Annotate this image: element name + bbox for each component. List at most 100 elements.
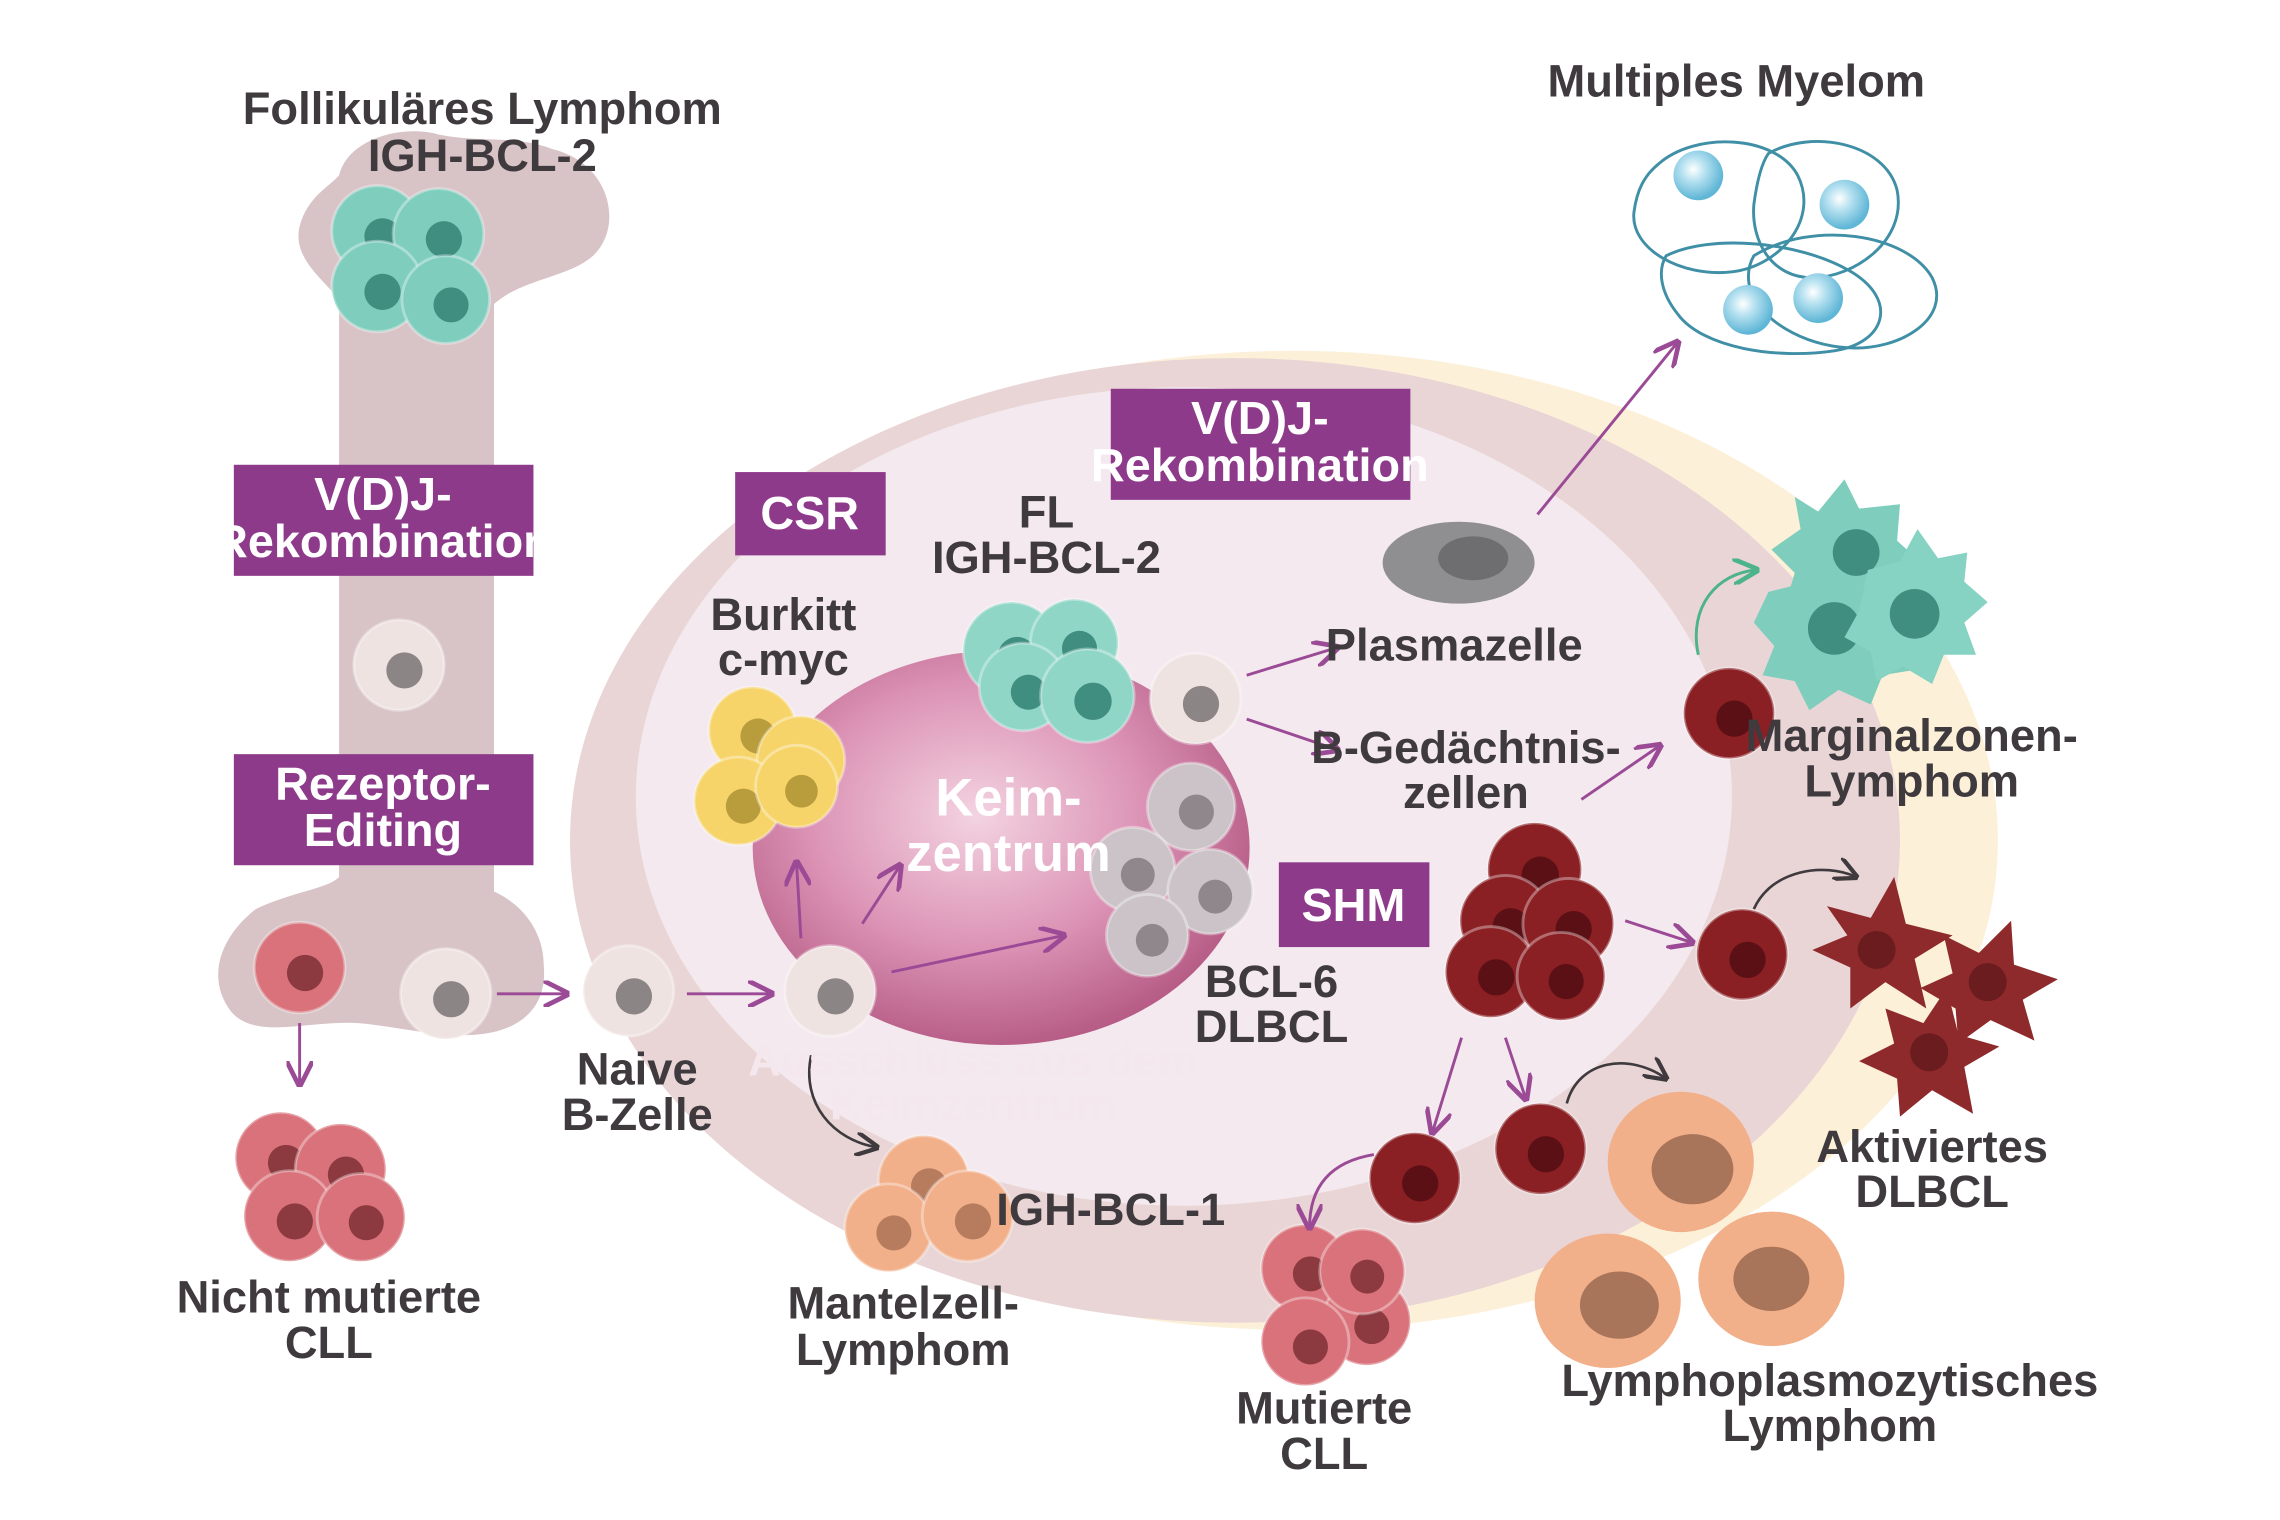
mutated-cll-cells-nucleus-4: [1350, 1259, 1385, 1294]
marginal-zone-label-line1: Marginalzonen-: [1746, 710, 2078, 761]
mantle-cells-nucleus-2: [876, 1215, 912, 1251]
naive-b-cell-nucleus-1: [615, 978, 653, 1015]
activated-nucleus-2: [1968, 963, 2007, 1002]
bone-b-cell-nucleus-1: [386, 652, 423, 689]
bcl6-dlbcl-cells-nucleus-3: [1198, 879, 1233, 914]
arrow-to-marginal: [1694, 570, 1757, 656]
lympho-nucleus-2: [1579, 1271, 1659, 1339]
arrow-to-mutated-cll: [1310, 1153, 1375, 1228]
fl-label-line2: IGH-BCL-2: [932, 532, 1161, 583]
myeloma-cell-outline-2: [1752, 140, 1900, 280]
activated-dlbcl-label-line1: Aktiviertes: [1816, 1121, 2048, 1172]
green-arrow-layer: [1694, 570, 1757, 656]
follicular-bone-cells-nucleus-3: [364, 273, 401, 311]
shm-cluster-cells: [1444, 821, 1615, 1022]
multiple-myeloma-cells: [1632, 140, 1939, 356]
unmutated-cll-label-line2: CLL: [285, 1317, 373, 1368]
mutated-cll-cells: [1259, 1223, 1412, 1387]
mutated-precursor-cell-2: [1493, 1102, 1588, 1196]
marginal-nucleus-1: [1832, 529, 1880, 576]
shm-box-label: SHM: [1301, 879, 1405, 931]
mantle-cell-label-line2: Lymphom: [796, 1324, 1011, 1375]
arrow-to-memory: [1246, 717, 1338, 750]
mutated-cll-cells-nucleus-1: [1292, 1256, 1328, 1292]
activated-dlbcl-label-line2: DLBCL: [1855, 1166, 2008, 1217]
text-labels: Follikuläres Lymphom IGH-BCL-2 Multiples…: [177, 55, 2099, 1478]
receptor-editing-box-line1: Rezeptor-: [275, 757, 491, 809]
lymphoplasmacytic-cells: [1534, 1091, 1845, 1368]
bone-red-cell: [252, 920, 347, 1015]
mutated-cll-label-line2: CLL: [1280, 1428, 1368, 1479]
marginal-zone-lymphoma-cells: [1753, 479, 1988, 711]
arrow-to-activated: [1752, 870, 1856, 910]
myeloma-nucleus-2: [1819, 179, 1870, 230]
lymphoplasmacytic-label-line1: Lymphoplasmozytisches: [1561, 1355, 2098, 1406]
bcl6-dlbcl-cells-nucleus-2: [1120, 857, 1155, 892]
fl-teal-cells-nucleus-4: [1074, 682, 1112, 721]
bcl6-dlbcl-cells-nucleus-4: [1135, 923, 1169, 957]
memory-cells-label-line2: zellen: [1403, 767, 1529, 818]
vdj-bone-box-line2: Rekombination: [214, 515, 552, 567]
arrow-plasma-to-myeloma: [1536, 342, 1678, 516]
mutated-cll-cells-nucleus-2: [1354, 1308, 1390, 1345]
memory-cells-label-line1: B-Gedächtnis-: [1311, 722, 1621, 773]
process-boxes: V(D)J- Rekombination Rezeptor- Editing C…: [214, 388, 1430, 948]
gc-exit-b-cell: [1148, 651, 1243, 746]
activated-nucleus-3: [1910, 1033, 1949, 1072]
unmutated-cll-label-line1: Nicht mutierte: [177, 1271, 482, 1322]
vdj-gc-box-line1: V(D)J-: [1191, 392, 1329, 444]
follicular-bone-cells-nucleus-2: [425, 221, 463, 258]
exclusion-label-line1: Ausschluss aus dem: [748, 1035, 1199, 1086]
marginal-nucleus-3: [1889, 589, 1940, 639]
exclusion-label-line2: Keimzentrum: [830, 1079, 1117, 1130]
bone-b-cell-lower: [398, 947, 493, 1041]
vdj-gc-box-line2: Rekombination: [1091, 439, 1429, 491]
activated-precursor-cell-nucleus-1: [1729, 941, 1766, 978]
mutated-precursor-cell-2-nucleus-1: [1527, 1136, 1565, 1173]
igh-bcl1-label: IGH-BCL-1: [996, 1184, 1225, 1235]
bone-b-cell-lower-nucleus-1: [433, 981, 470, 1018]
mantle-cells: [843, 1134, 1015, 1273]
arrow-to-mantle: [808, 1054, 877, 1147]
bcl6-dlbcl-cells: [1088, 761, 1254, 978]
bcl6-label-line2: DLBCL: [1195, 1001, 1348, 1052]
plasma-cell: [1382, 521, 1535, 604]
bone-red-cell-nucleus-1: [286, 954, 324, 992]
shm-cluster-cells-nucleus-4: [1478, 959, 1515, 996]
follicular-bone-cells: [330, 184, 492, 345]
activated-dlbcl-cells: [1812, 876, 2058, 1117]
myeloma-cell-outline-1: [1632, 140, 1806, 275]
unmutated-cll-cells-nucleus-3: [276, 1203, 313, 1240]
receptor-editing-box: [233, 754, 534, 866]
activated-precursor-cell: [1695, 907, 1789, 1002]
unmutated-cll-cells-nucleus-4: [348, 1205, 384, 1241]
arrow-memory-to-marginal: [1580, 745, 1660, 801]
fl-teal-cells-nucleus-3: [1010, 674, 1046, 710]
cells-layer: [233, 184, 1789, 1387]
arrows-layer: [300, 342, 1693, 1228]
burkitt-label-line1: Burkitt: [710, 589, 856, 640]
burkitt-cells-nucleus-4: [785, 774, 818, 808]
arrow-shm-down-left: [1432, 1037, 1463, 1133]
bone-b-cell: [352, 618, 446, 712]
germinal-center-label-line1: Keim-: [935, 769, 1081, 828]
plasma-cell-label: Plasmazelle: [1326, 620, 1583, 671]
arrow-to-gc-up: [861, 865, 900, 925]
memory-dark-cell: [1682, 666, 1776, 760]
fl-teal-cells: [961, 597, 1136, 744]
csr-box: [735, 472, 886, 556]
burkitt-cells-nucleus-3: [725, 788, 761, 824]
vdj-bone-box-line1: V(D)J-: [314, 468, 452, 520]
myeloma-nucleus-4: [1793, 273, 1843, 323]
mutated-precursor-cell-1-nucleus-1: [1402, 1165, 1439, 1202]
mutated-cll-label-line1: Mutierte: [1236, 1383, 1412, 1434]
center-b-cell: [783, 944, 877, 1038]
shm-cluster-cells-nucleus-5: [1548, 964, 1584, 1000]
arrow-into-gc: [891, 935, 1064, 974]
multiple-myeloma-label: Multiples Myelom: [1548, 55, 1926, 106]
naive-b-cell-label-line1: Naive: [577, 1043, 698, 1094]
follicular-bone-cells-nucleus-4: [433, 287, 469, 323]
follicular-label-line2: IGH-BCL-2: [368, 130, 597, 181]
arrow-to-burkitt: [797, 862, 801, 939]
